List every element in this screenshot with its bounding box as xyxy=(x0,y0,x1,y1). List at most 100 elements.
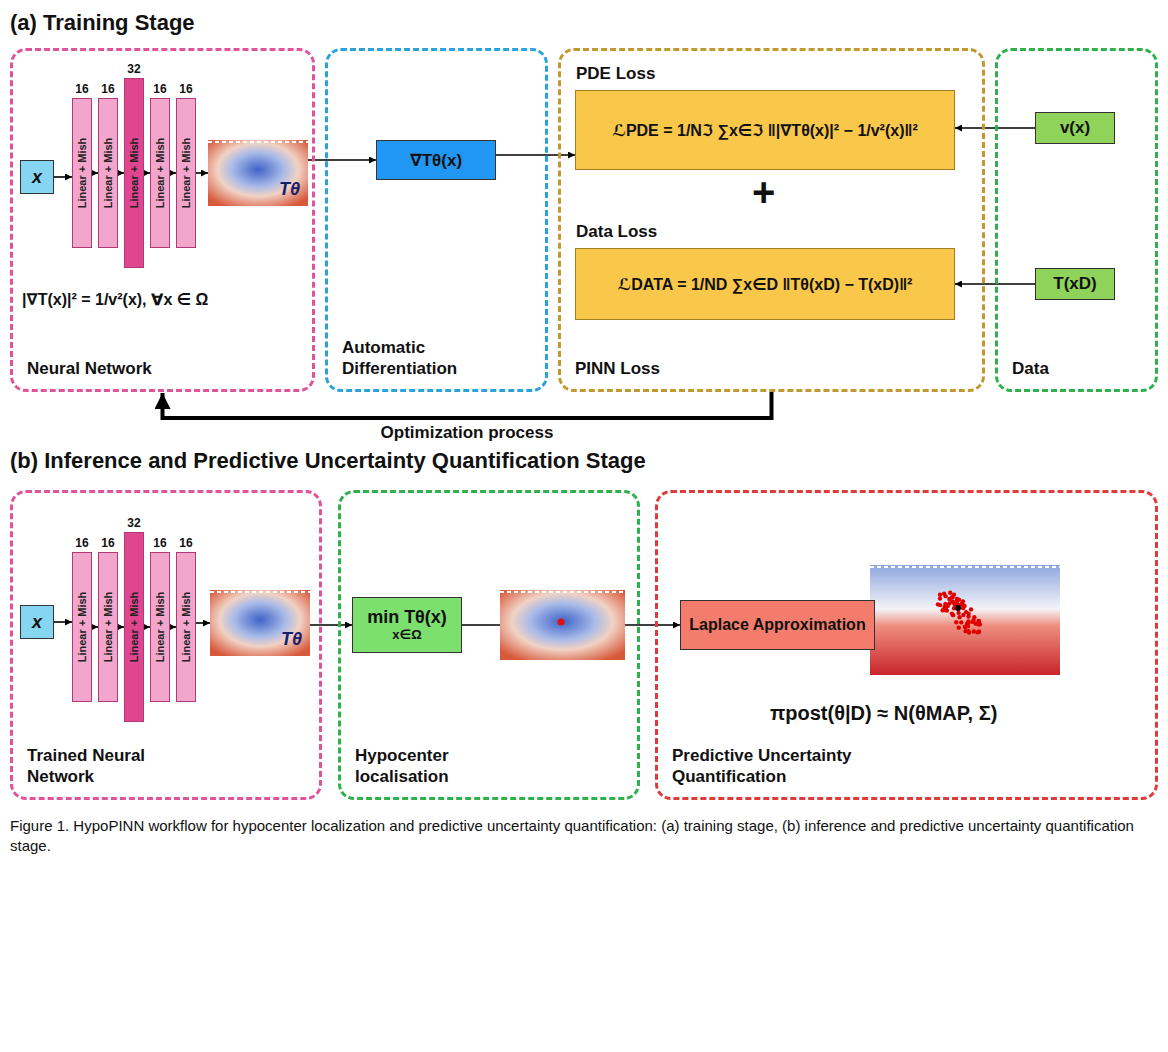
sample-dot xyxy=(961,606,965,610)
sample-dot xyxy=(951,600,955,604)
sample-dot xyxy=(963,625,967,629)
layer-width: 16 xyxy=(101,536,114,550)
sample-dot xyxy=(969,607,973,611)
posterior-samples xyxy=(936,591,982,635)
process-box: x xyxy=(20,605,54,639)
sample-dot xyxy=(957,603,961,607)
sample-dot xyxy=(940,608,944,612)
layer-width: 16 xyxy=(153,536,166,550)
group-heading: Data xyxy=(1012,359,1049,379)
loss-formula: ℒPDE = 1/Nℑ ∑x∈ℑ ‖|∇Tθ(x)|² − 1/v²(x)‖² xyxy=(612,121,918,140)
layer-width: 16 xyxy=(179,82,192,96)
network-layer: 32Linear + Mish xyxy=(124,78,144,268)
layer-label: Linear + Mish xyxy=(76,592,88,663)
sample-dot xyxy=(964,610,968,614)
field-image: Tθ xyxy=(208,140,308,206)
sample-dot xyxy=(943,602,947,606)
sample-dot xyxy=(957,597,961,601)
sample-dot xyxy=(966,612,970,616)
network-layer: 32Linear + Mish xyxy=(124,532,144,722)
sample-dot xyxy=(956,611,960,615)
layer-label: Linear + Mish xyxy=(128,592,140,663)
sample-dot xyxy=(950,595,954,599)
loss-formula: ℒDATA = 1/ND ∑x∈D ‖Tθ(xD) − T(xD)‖² xyxy=(618,275,913,294)
stage-panel: Datav(x)T(xD) xyxy=(995,48,1158,392)
network-layer: 16Linear + Mish xyxy=(150,552,170,702)
sample-dot xyxy=(950,595,954,599)
flow-arrow xyxy=(308,159,376,161)
edge-label: Optimization process xyxy=(377,423,558,443)
sample-dot xyxy=(977,629,981,633)
sample-dot xyxy=(965,621,969,625)
network-layer: 16Linear + Mish xyxy=(150,98,170,248)
sample-dot xyxy=(955,599,959,603)
uncertainty-map xyxy=(870,565,1060,675)
uncertainty-field xyxy=(870,565,1060,675)
sample-dot xyxy=(955,602,959,606)
sample-dot xyxy=(938,603,942,607)
plus-sign: + xyxy=(752,170,775,215)
network-layer: 16Linear + Mish xyxy=(176,98,196,248)
flow-arrow xyxy=(496,154,575,156)
sample-dot xyxy=(962,604,966,608)
group-heading: Predictive Uncertainty Quantification xyxy=(672,746,912,787)
process-box: Laplace Approximation xyxy=(680,600,875,650)
process-box: ∇Tθ(x) xyxy=(376,140,496,180)
group-heading: PINN Loss xyxy=(575,359,660,379)
process-box: min Tθ(x)x∈Ω xyxy=(352,597,462,653)
sample-dot xyxy=(948,591,952,595)
sample-dot xyxy=(963,624,967,628)
group-heading: Hypocenter localisation xyxy=(355,746,485,787)
sample-dot xyxy=(975,621,979,625)
min-domain: x∈Ω xyxy=(392,628,421,643)
sample-dot xyxy=(936,602,940,606)
layer-label: Linear + Mish xyxy=(154,592,166,663)
layer-width: 32 xyxy=(127,516,140,530)
flow-arrow xyxy=(462,624,680,626)
stage-panel: Trained Neural Networkx16Linear + Mish16… xyxy=(10,490,322,800)
equation: |∇T(x)|² = 1/v²(x), ∀x ∈ Ω xyxy=(22,290,208,309)
layer-label: Linear + Mish xyxy=(76,138,88,209)
box-label: v(x) xyxy=(1060,118,1090,138)
loss-box: Data LossℒDATA = 1/ND ∑x∈D ‖Tθ(xD) − T(x… xyxy=(575,248,955,320)
sample-dot xyxy=(977,619,981,623)
group-heading: Trained Neural Network xyxy=(27,746,177,787)
travel-time-field xyxy=(210,590,310,656)
sample-dot xyxy=(951,613,955,617)
layer-width: 16 xyxy=(153,82,166,96)
network-layer: 16Linear + Mish xyxy=(72,98,92,248)
sample-dot xyxy=(938,593,942,597)
layer-label: Linear + Mish xyxy=(180,138,192,209)
loss-box: PDE LossℒPDE = 1/Nℑ ∑x∈ℑ ‖|∇Tθ(x)|² − 1/… xyxy=(575,90,955,170)
sample-dot xyxy=(947,597,951,601)
sample-dot xyxy=(972,629,976,633)
network-layer: 16Linear + Mish xyxy=(176,552,196,702)
feedback-arrow xyxy=(163,392,772,418)
layer-width: 32 xyxy=(127,62,140,76)
sample-dot xyxy=(952,602,956,606)
process-box: x xyxy=(20,160,54,194)
layer-width: 16 xyxy=(75,82,88,96)
hypocenter-map xyxy=(500,590,625,660)
loss-heading: PDE Loss xyxy=(576,64,655,84)
sample-dot xyxy=(943,608,947,612)
field-image: Tθ xyxy=(210,590,310,656)
group-heading: Automatic Differentiation xyxy=(342,338,532,379)
sample-dot xyxy=(976,619,980,623)
layer-label: Linear + Mish xyxy=(102,138,114,209)
sample-dot xyxy=(966,619,970,623)
sample-dot xyxy=(971,618,975,622)
sample-dot xyxy=(943,594,947,598)
surface-line xyxy=(500,591,625,593)
sample-dot xyxy=(944,606,948,610)
sample-dot xyxy=(950,611,954,615)
sample-dot xyxy=(961,599,965,603)
sample-dot xyxy=(966,620,970,624)
network-layer: 16Linear + Mish xyxy=(98,552,118,702)
field-label: Tθ xyxy=(279,179,300,200)
min-operator: min Tθ(x) xyxy=(367,607,447,628)
sample-dot xyxy=(977,622,981,626)
sample-dot xyxy=(978,622,982,626)
box-label: ∇Tθ(x) xyxy=(410,150,462,171)
sample-dot xyxy=(957,615,961,619)
